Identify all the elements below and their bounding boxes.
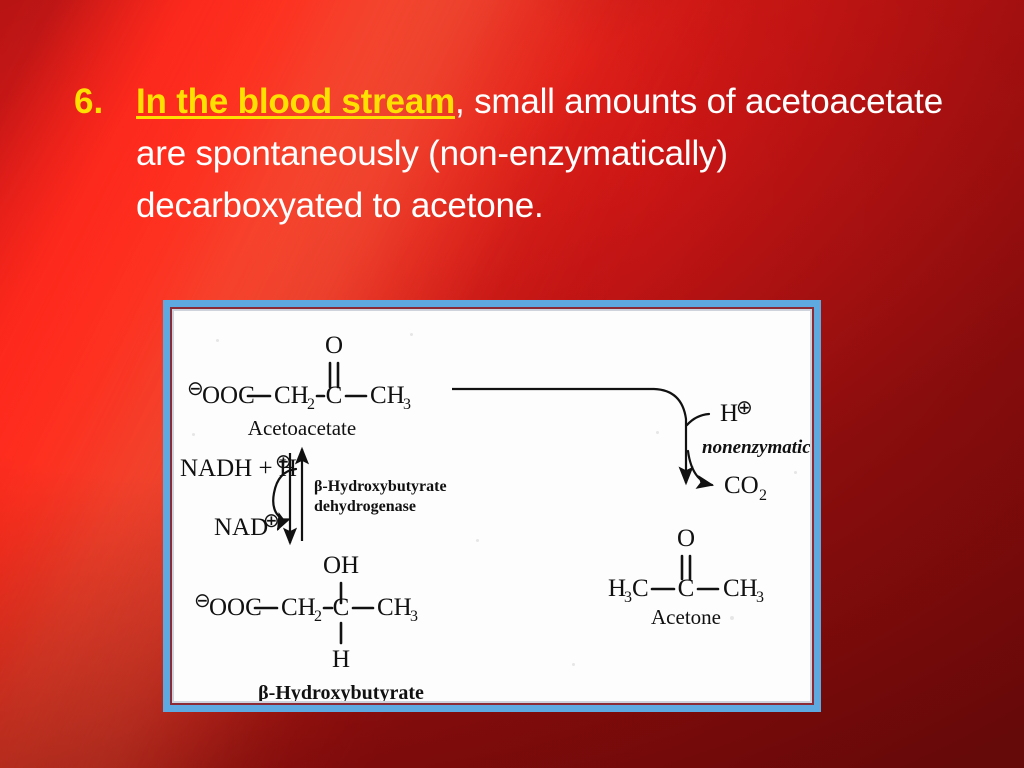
nad-arrowhead-stub xyxy=(276,512,292,531)
bhb-methylene-subscript: 2 xyxy=(314,608,322,625)
bullet-body: In the blood stream, small amounts of ac… xyxy=(136,76,964,232)
acetone-methyl-right: CH xyxy=(723,575,758,602)
molecule-beta-hydroxybutyrate: OH ⊖ OOC CH 2 C CH 3 H β xyxy=(194,552,424,701)
nadh-charge: ⊕ xyxy=(275,451,292,473)
enzyme-name-line2: dehydrogenase xyxy=(314,498,416,515)
scan-speck xyxy=(572,663,575,666)
proton-label: H xyxy=(720,400,738,427)
acetoacetate-carboxylate: OOC xyxy=(202,382,255,409)
decarboxylation-arrow xyxy=(452,387,694,486)
bullet-highlight: In the blood stream xyxy=(136,82,456,121)
scan-speck xyxy=(476,539,479,542)
co2-output-hook xyxy=(686,449,715,489)
bullet-row: 6. In the blood stream, small amounts of… xyxy=(74,76,964,232)
acetone-carbonyl-oxygen: O xyxy=(677,525,695,552)
acetoacetate-methyl-subscript: 3 xyxy=(403,396,411,413)
acetoacetate-label: Acetoacetate xyxy=(248,416,356,440)
bhb-label: β-Hydroxybutyrate xyxy=(258,682,424,701)
bhb-methyl: CH xyxy=(377,594,412,621)
nadh-label: NADH + H xyxy=(180,455,297,482)
molecule-acetoacetate: O ⊖ OOC CH 2 C CH 3 Acet xyxy=(187,332,411,440)
bhb-hydrogen: H xyxy=(332,646,350,673)
proton-charge: ⊕ xyxy=(736,397,753,419)
enzyme-name-line1: β-Hydroxybutyrate xyxy=(314,478,447,495)
acetoacetate-carbonyl-oxygen: O xyxy=(325,332,343,359)
reaction-scheme-svg: .fml { font-family:"Liberation Serif", s… xyxy=(180,332,810,701)
bhb-carboxylate: OOC xyxy=(209,594,262,621)
acetone-methyl-left-carbon: C xyxy=(632,575,649,602)
scan-speck xyxy=(656,431,659,434)
bhb-central-carbon: C xyxy=(333,594,350,621)
bullet-number: 6. xyxy=(74,82,104,121)
co2-label: CO xyxy=(724,472,759,499)
bhb-methyl-subscript: 3 xyxy=(410,608,418,625)
acetone-methyl-left-subscript: 3 xyxy=(624,589,632,606)
acetoacetate-methylene-subscript: 2 xyxy=(307,396,315,413)
acetoacetate-carbonyl-carbon: C xyxy=(326,382,343,409)
scan-speck xyxy=(730,616,734,620)
acetoacetate-methyl: CH xyxy=(370,382,405,409)
nad-label: NAD xyxy=(214,514,268,541)
bhb-hydroxyl-group: OH xyxy=(323,552,359,579)
bhb-methylene: CH xyxy=(281,594,316,621)
acetoacetate-negative-charge: ⊖ xyxy=(187,378,204,400)
scan-speck xyxy=(192,433,195,436)
acetone-carbonyl-carbon: C xyxy=(678,575,695,602)
proton-input-hook xyxy=(685,412,711,427)
bullet-rest: , small amounts of acetoacetate are spon… xyxy=(136,82,943,225)
nonenzymatic-label: nonenzymatic xyxy=(702,437,810,458)
scan-speck xyxy=(216,339,219,342)
scan-speck xyxy=(794,471,797,474)
bhb-negative-charge: ⊖ xyxy=(194,590,211,612)
co2-subscript: 2 xyxy=(759,487,767,504)
acetone-methyl-right-subscript: 3 xyxy=(756,589,764,606)
figure-frame: .fml { font-family:"Liberation Serif", s… xyxy=(163,300,821,712)
figure-canvas: .fml { font-family:"Liberation Serif", s… xyxy=(174,311,810,701)
acetone-label: Acetone xyxy=(651,605,721,629)
molecule-acetone: O H 3 C C CH 3 Acetone xyxy=(608,525,764,629)
scan-speck xyxy=(410,333,413,336)
acetoacetate-methylene: CH xyxy=(274,382,309,409)
nad-charge: ⊕ xyxy=(263,510,280,532)
figure-inner-border: .fml { font-family:"Liberation Serif", s… xyxy=(170,307,814,705)
acetone-methyl-left: H xyxy=(608,575,626,602)
bullet-paragraph: 6. In the blood stream, small amounts of… xyxy=(74,76,964,232)
